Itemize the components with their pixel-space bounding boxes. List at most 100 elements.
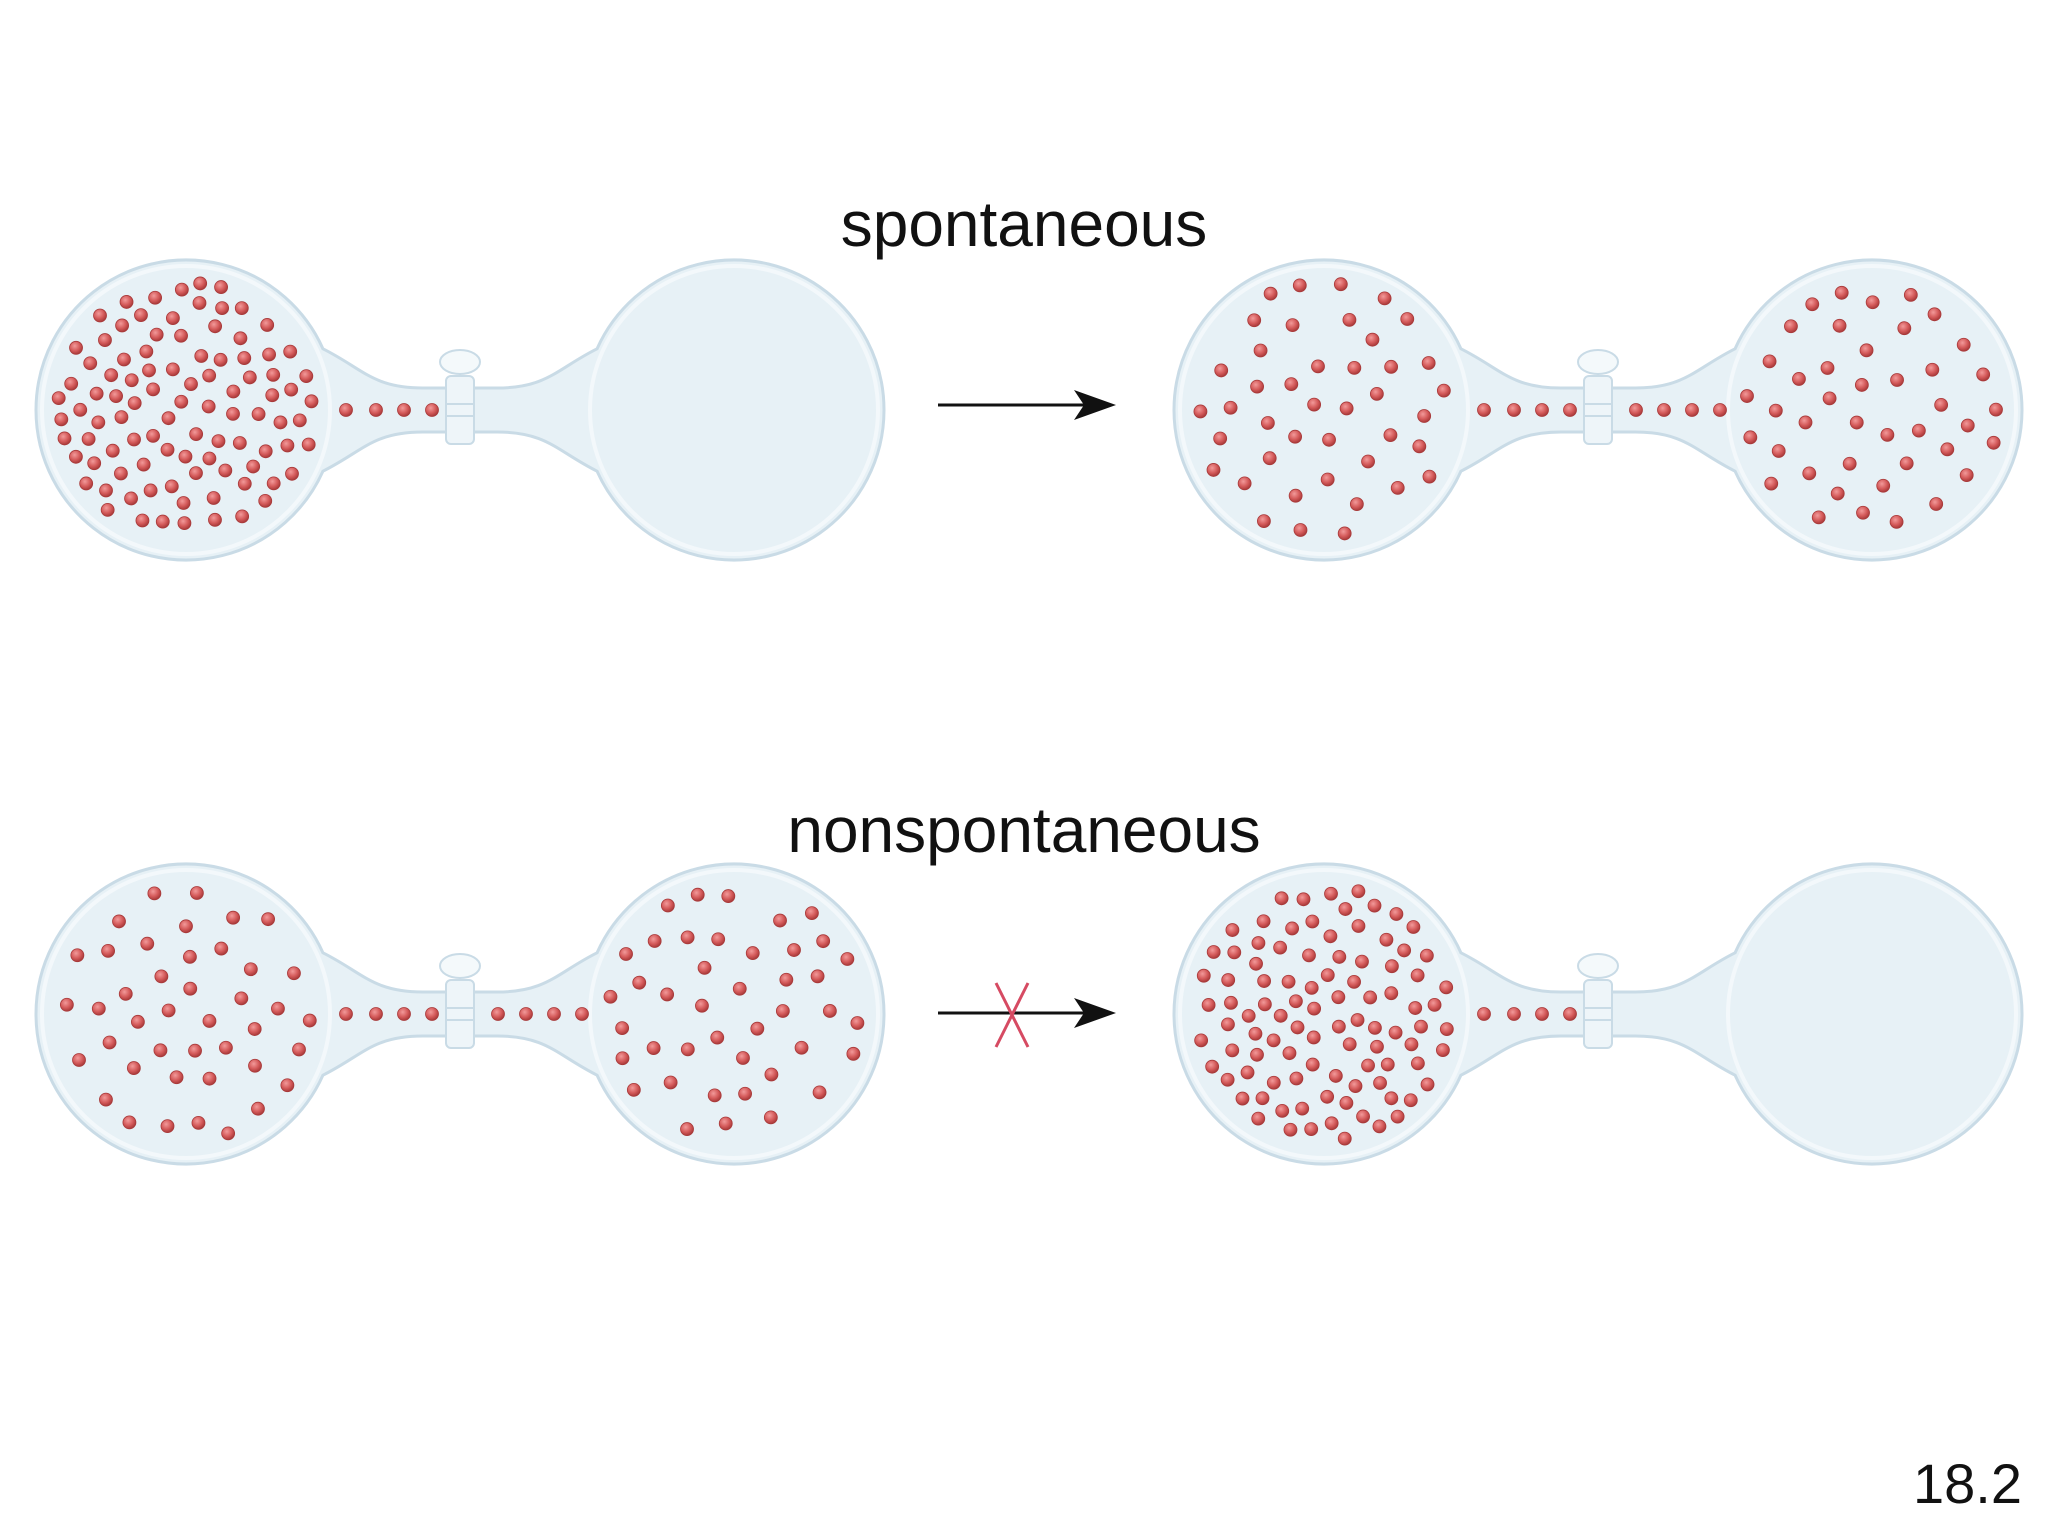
stopcock-handle (439, 349, 481, 375)
gas-particle (339, 403, 353, 417)
gas-particle (284, 382, 299, 397)
gas-particle (1320, 472, 1335, 487)
gas-particle (812, 1085, 827, 1100)
gas-particle (1337, 526, 1352, 541)
gas-particle (1507, 403, 1521, 417)
gas-particle (1290, 1020, 1305, 1035)
gas-particle (1250, 1047, 1264, 1062)
gas-particle (1273, 940, 1288, 955)
gas-particle (1355, 954, 1369, 969)
gas-particle (1400, 312, 1415, 326)
gas-particle (1206, 463, 1221, 477)
gas-particle (266, 476, 281, 491)
gas-particle (764, 1067, 779, 1082)
gas-particle (1876, 478, 1891, 493)
gas-particle (750, 1021, 765, 1036)
gas-particle (1266, 1033, 1281, 1048)
gas-particle (1206, 945, 1221, 959)
gas-particle (1241, 1008, 1256, 1023)
gas-particle (1934, 398, 1949, 412)
gas-particle (1390, 481, 1405, 495)
gas-particle (136, 457, 151, 472)
gas-particle (369, 1007, 383, 1021)
gas-particle (101, 943, 115, 958)
gas-particle (93, 308, 107, 323)
arrow-head (1074, 390, 1116, 420)
gas-particle (235, 509, 250, 524)
gas-particle (202, 368, 217, 383)
gas-particle (117, 352, 131, 367)
gas-particle (1361, 454, 1375, 469)
gas-particle (1959, 468, 1974, 482)
gas-particle (1205, 1059, 1220, 1074)
gas-particle (1296, 892, 1311, 907)
gas-particle (1830, 486, 1845, 501)
gas-particle (1377, 291, 1392, 306)
gas-particle (98, 333, 112, 347)
gas-particle (1256, 914, 1271, 929)
gas-particle (1389, 907, 1404, 921)
gas-particle (265, 388, 280, 403)
gas-particle (124, 491, 138, 506)
gas-particle (1281, 974, 1296, 989)
gas-particle (1419, 948, 1434, 963)
gas-particle (251, 1101, 265, 1116)
gas-particle (1477, 403, 1491, 417)
gas-particle (779, 972, 794, 987)
gas-particle (1257, 974, 1272, 988)
gas-particle (1305, 914, 1320, 929)
gas-particle (1194, 1033, 1209, 1048)
gas-particle (266, 367, 281, 382)
bulb-highlight (40, 868, 332, 1160)
gas-particle (208, 319, 223, 334)
gas-particle (206, 491, 221, 505)
gas-particle (1477, 1007, 1491, 1021)
arrow-head (1074, 998, 1116, 1028)
gas-particle (292, 413, 307, 428)
gas-particle (1890, 373, 1904, 387)
gas-particle (179, 919, 193, 934)
gas-particle (707, 1088, 722, 1103)
bulb-highlight (588, 868, 880, 1160)
gas-particle (188, 1043, 202, 1058)
gas-particle (1390, 1109, 1405, 1124)
gas-particle (1563, 1007, 1577, 1021)
gas-particle (680, 1122, 694, 1136)
gas-particle (146, 428, 160, 443)
gas-particle (1439, 1022, 1454, 1036)
bulb-highlight (1178, 868, 1470, 1160)
gas-particle (1223, 400, 1238, 415)
gas-particle (1805, 297, 1820, 312)
gas-particle (1266, 1075, 1281, 1090)
gas-particle (1251, 1111, 1266, 1126)
gas-particle (680, 1042, 695, 1057)
bulb-highlight (40, 264, 332, 556)
gas-particle (1285, 921, 1300, 936)
gas-particle (397, 403, 411, 417)
gas-particle (174, 328, 188, 343)
gas-particle (615, 1051, 630, 1066)
spontaneous-label: spontaneous (840, 188, 1208, 260)
gas-particle (1304, 981, 1319, 995)
gas-particle (148, 290, 163, 305)
crossed-arrow (938, 982, 1116, 1048)
gas-particle (176, 496, 191, 510)
gas-particle (1311, 359, 1325, 374)
gas-particle (130, 1014, 145, 1029)
gas-particle (1740, 389, 1754, 403)
gas-particle (1903, 287, 1918, 302)
gas-particle (183, 981, 198, 996)
gas-particle (143, 483, 158, 498)
gas-particle (1792, 372, 1806, 386)
gas-particle (822, 1004, 837, 1018)
gas-particle (1911, 423, 1926, 438)
gas-particle (112, 914, 126, 929)
gas-particle (280, 438, 295, 453)
gas-particle (1193, 404, 1208, 419)
gas-particle (1288, 488, 1303, 503)
gas-particle (105, 443, 120, 458)
gas-particle (89, 386, 104, 401)
gas-particle (218, 463, 233, 478)
gas-particle (1414, 1019, 1428, 1034)
